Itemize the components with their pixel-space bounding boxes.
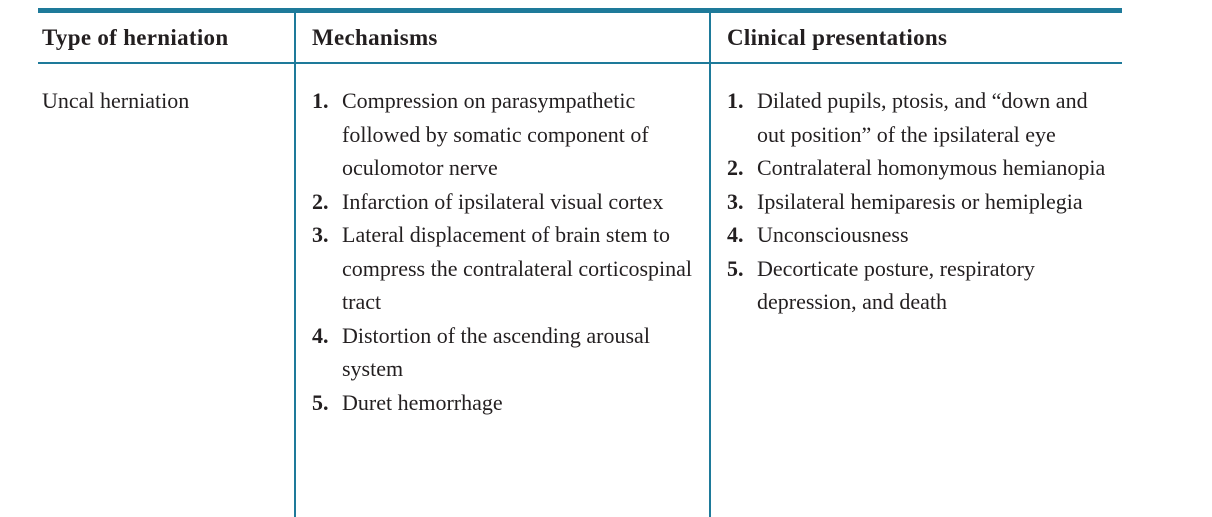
list-item: 1. Dilated pupils, ptosis, and “down and… — [727, 84, 1114, 151]
column-header-clinical-presentations: Clinical presentations — [727, 24, 948, 50]
list-item-text: Compression on parasympathetic followed … — [342, 88, 649, 180]
list-item: 5. Duret hemorrhage — [312, 386, 701, 420]
clinical-presentations-list: 1. Dilated pupils, ptosis, and “down and… — [727, 84, 1114, 319]
list-item-number: 4. — [727, 222, 744, 247]
table-row: Uncal herniation 1. Compression on paras… — [38, 64, 1122, 517]
list-item-number: 1. — [312, 88, 329, 113]
list-item-number: 1. — [727, 88, 744, 113]
list-item: 1. Compression on parasympathetic follow… — [312, 84, 701, 185]
list-item-number: 2. — [727, 155, 744, 180]
column-header-type-of-herniation: Type of herniation — [38, 13, 296, 62]
list-item: 3. Ipsilateral hemiparesis or hemiplegia — [727, 185, 1114, 219]
cell-herniation-type: Uncal herniation — [38, 64, 296, 517]
list-item-number: 2. — [312, 188, 329, 214]
list-item-number: 5. — [727, 255, 744, 281]
list-item-text: Contralateral homonymous hemianopia — [757, 155, 1106, 180]
list-item: 3. Lateral displacement of brain stem to… — [312, 218, 701, 319]
list-item-text: Ipsilateral hemiparesis or hemiplegia — [757, 188, 1083, 214]
list-item: 5. Decorticate posture, respiratory depr… — [727, 252, 1114, 319]
list-item-number: 4. — [312, 322, 329, 348]
list-item-text: Distortion of the ascending arousal syst… — [342, 322, 650, 382]
list-item: 4. Unconsciousness — [727, 218, 1114, 252]
herniation-table: Type of herniation Mechanisms Clinical p… — [38, 8, 1122, 517]
list-item: 2. Infarction of ipsilateral visual cort… — [312, 185, 701, 219]
list-item-text: Decorticate posture, respiratory depress… — [757, 255, 1035, 315]
list-item-number: 3. — [312, 222, 329, 247]
list-item-text: Unconsciousness — [757, 222, 909, 247]
list-item: 4. Distortion of the ascending arousal s… — [312, 319, 701, 386]
list-item-text: Dilated pupils, ptosis, and “down and ou… — [757, 88, 1088, 147]
cell-clinical-presentations: 1. Dilated pupils, ptosis, and “down and… — [711, 64, 1122, 517]
list-item-text: Lateral displacement of brain stem to co… — [342, 222, 693, 314]
cell-mechanisms: 1. Compression on parasympathetic follow… — [296, 64, 711, 517]
column-header-mechanisms: Mechanisms — [296, 13, 711, 62]
list-item-number: 3. — [727, 188, 744, 214]
list-item-text: Duret hemorrhage — [342, 389, 503, 415]
herniation-type-label: Uncal herniation — [42, 88, 190, 113]
list-item-text: Infarction of ipsilateral visual cortex — [342, 188, 664, 214]
list-item: 2. Contralateral homonymous hemianopia — [727, 151, 1114, 185]
list-item-number: 5. — [312, 389, 329, 415]
mechanisms-list: 1. Compression on parasympathetic follow… — [312, 84, 701, 419]
table-header-row: Type of herniation Mechanisms Clinical p… — [38, 13, 1122, 64]
